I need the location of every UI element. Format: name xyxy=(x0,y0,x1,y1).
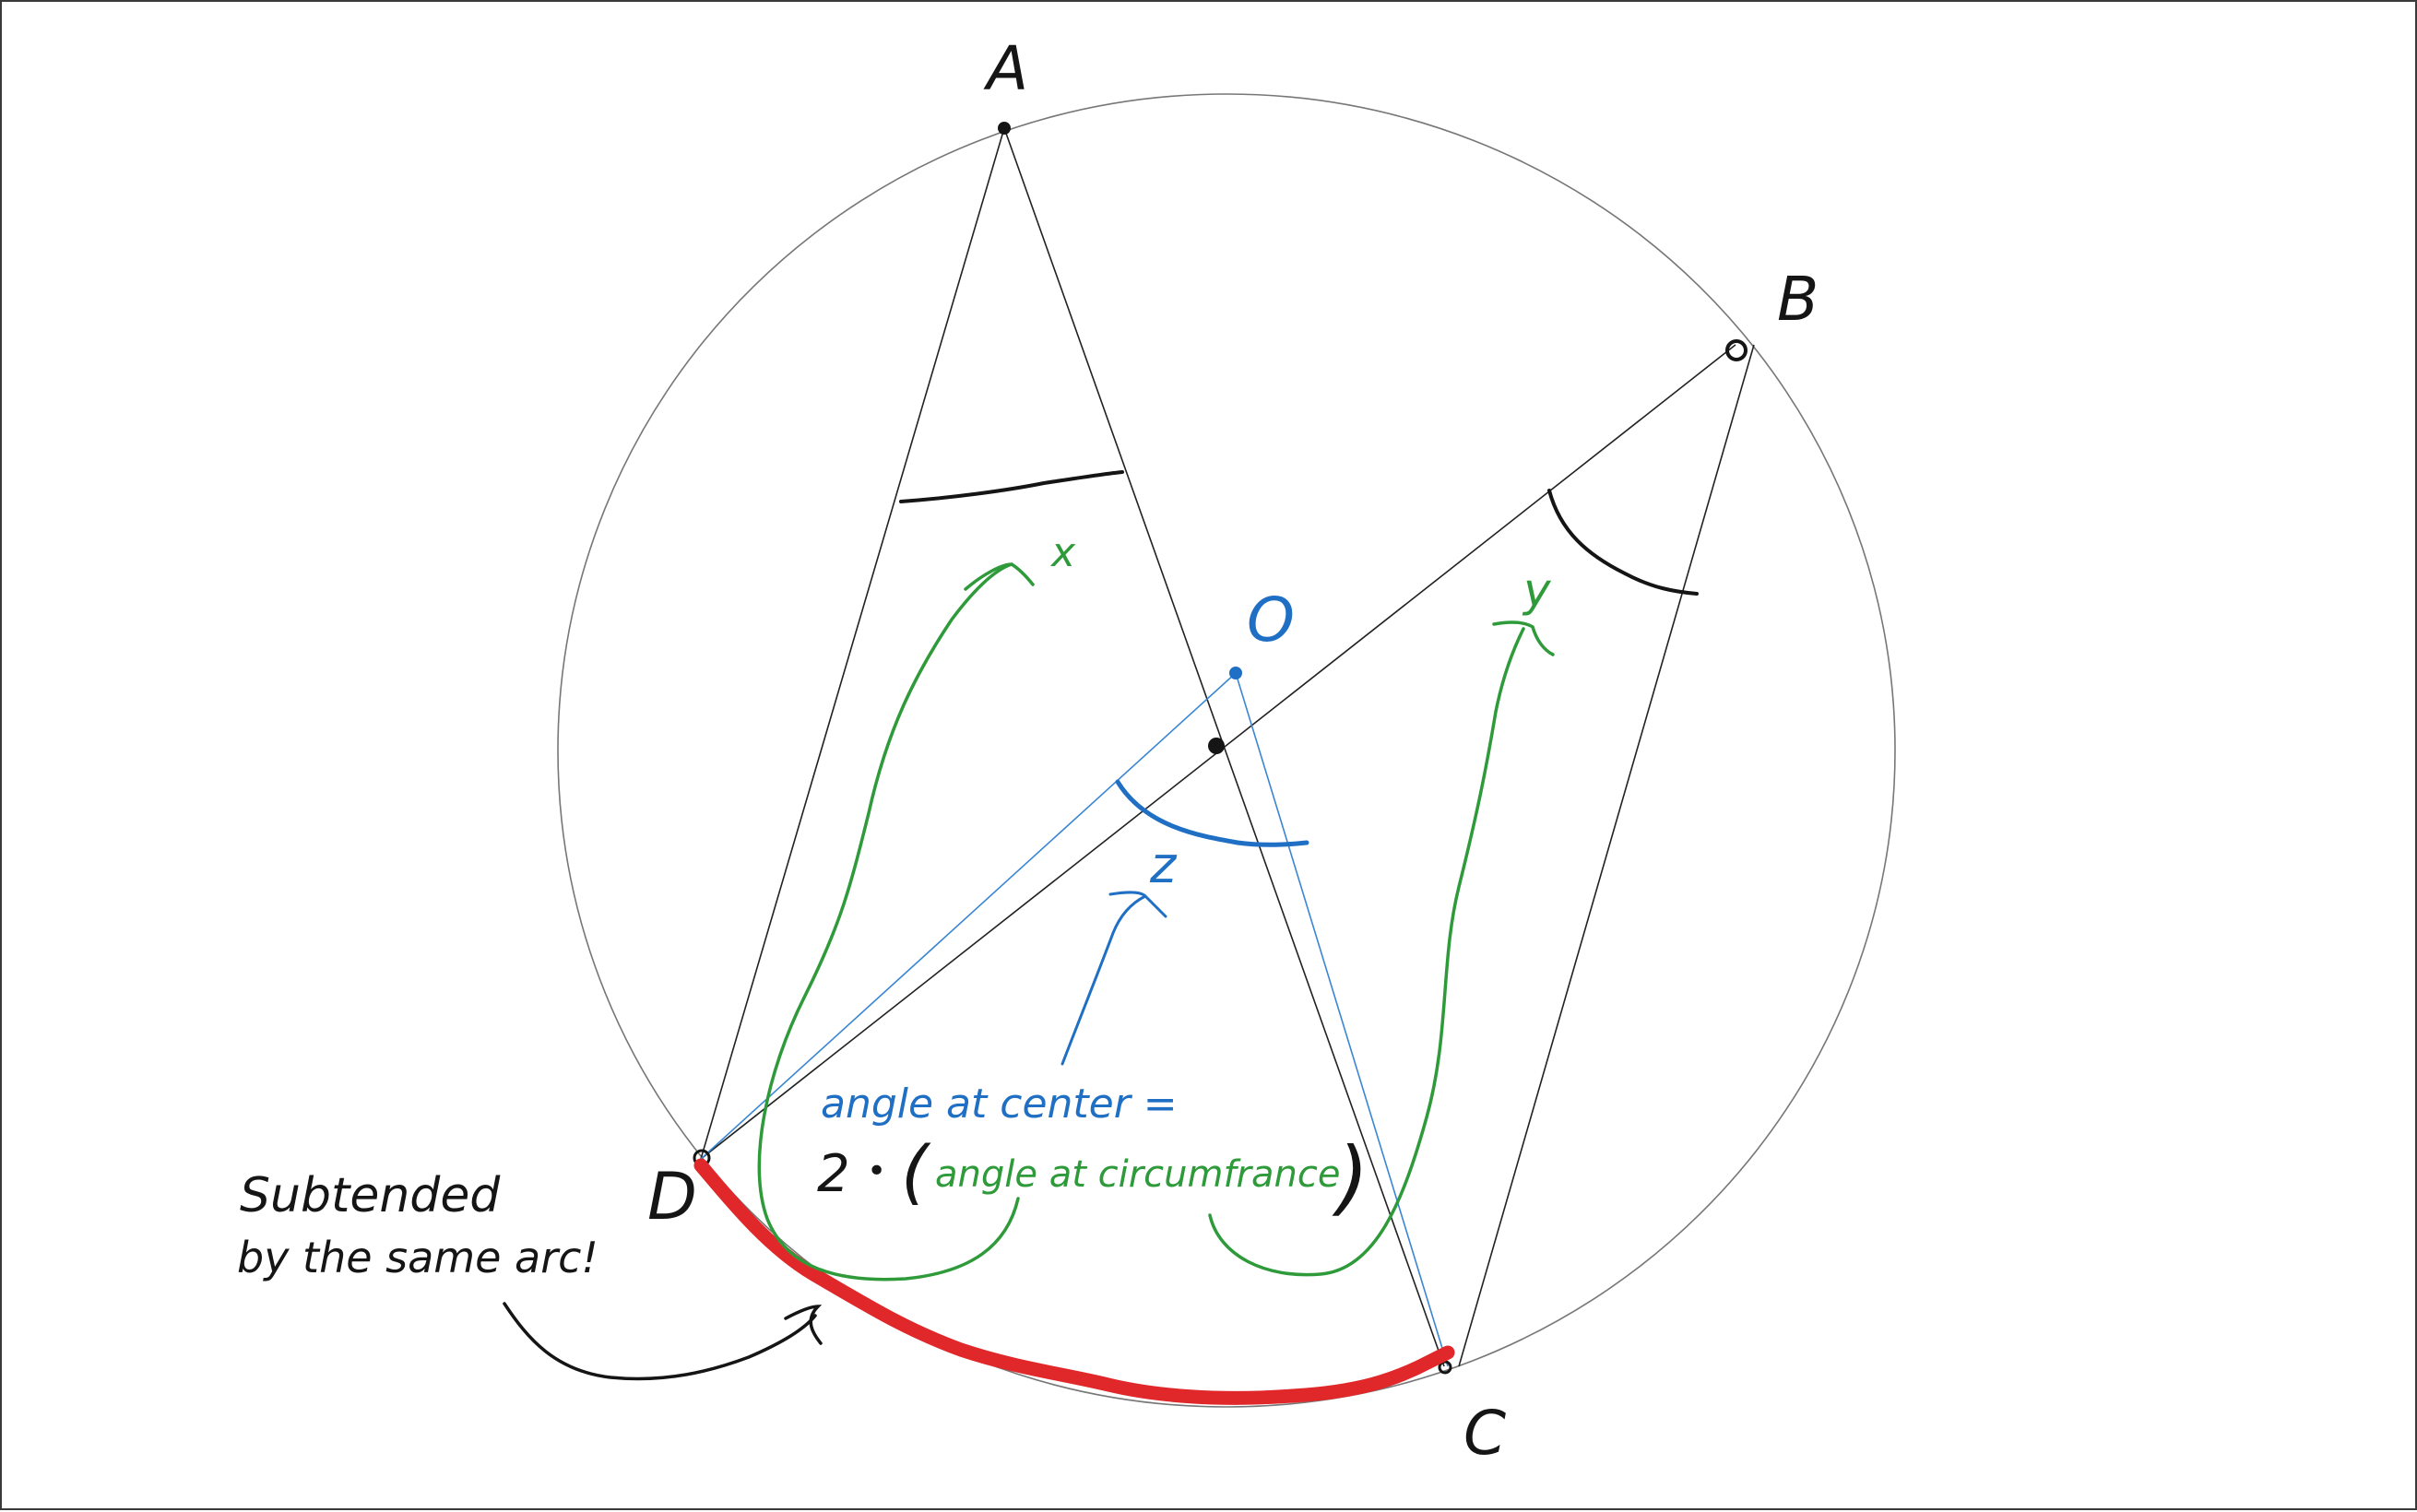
label-point-d: D xyxy=(647,1159,697,1234)
arrow-y-head xyxy=(1492,620,1555,656)
circle xyxy=(557,93,1896,1408)
arrow-z-head xyxy=(1108,891,1167,918)
label-angle-z: z xyxy=(1149,836,1178,894)
point-o-dot[interactable] xyxy=(1229,667,1242,679)
connector-to-x xyxy=(757,562,1020,1282)
label-angle-x: x xyxy=(1049,529,1076,576)
chord-AD xyxy=(700,127,1005,1160)
same-arc-note-line2: by the same arc! xyxy=(237,1233,598,1282)
arrow-same-arc-head xyxy=(784,1305,823,1345)
point-a-dot[interactable] xyxy=(998,122,1011,135)
same-arc-note-line1: Subtended xyxy=(240,1168,501,1223)
label-angle-y: y xyxy=(1522,563,1552,617)
point-b-dot[interactable] xyxy=(1725,339,1748,361)
arrow-x-head xyxy=(964,562,1035,591)
label-point-b: B xyxy=(1777,264,1819,335)
label-point-o: O xyxy=(1247,585,1295,656)
angle-x-arc xyxy=(899,470,1124,503)
theorem-multiplier: 2 xyxy=(817,1144,850,1204)
angle-z-arc xyxy=(1115,779,1309,847)
arc-dc-highlight xyxy=(693,1158,1455,1405)
connector-same-arc xyxy=(503,1302,817,1381)
theorem-dot: • xyxy=(867,1152,886,1190)
label-point-c: C xyxy=(1463,1398,1506,1469)
label-point-a: A xyxy=(983,33,1028,104)
theorem-close-paren: ) xyxy=(1332,1129,1368,1224)
theorem-center-angle-text: angle at center = xyxy=(821,1081,1178,1128)
connector-to-z xyxy=(1060,894,1147,1066)
theorem-circumference-angle-text: angle at circumfrance xyxy=(935,1153,1340,1196)
angle-y-arc xyxy=(1547,489,1699,596)
connector-to-y xyxy=(1208,627,1525,1277)
intersection-dot xyxy=(1208,738,1225,754)
radius-OD xyxy=(700,672,1237,1160)
chord-BC xyxy=(1458,344,1755,1367)
point-c-dot[interactable] xyxy=(1438,1360,1452,1375)
theorem-open-paren: ( xyxy=(901,1130,931,1212)
radius-OC xyxy=(1235,672,1449,1367)
